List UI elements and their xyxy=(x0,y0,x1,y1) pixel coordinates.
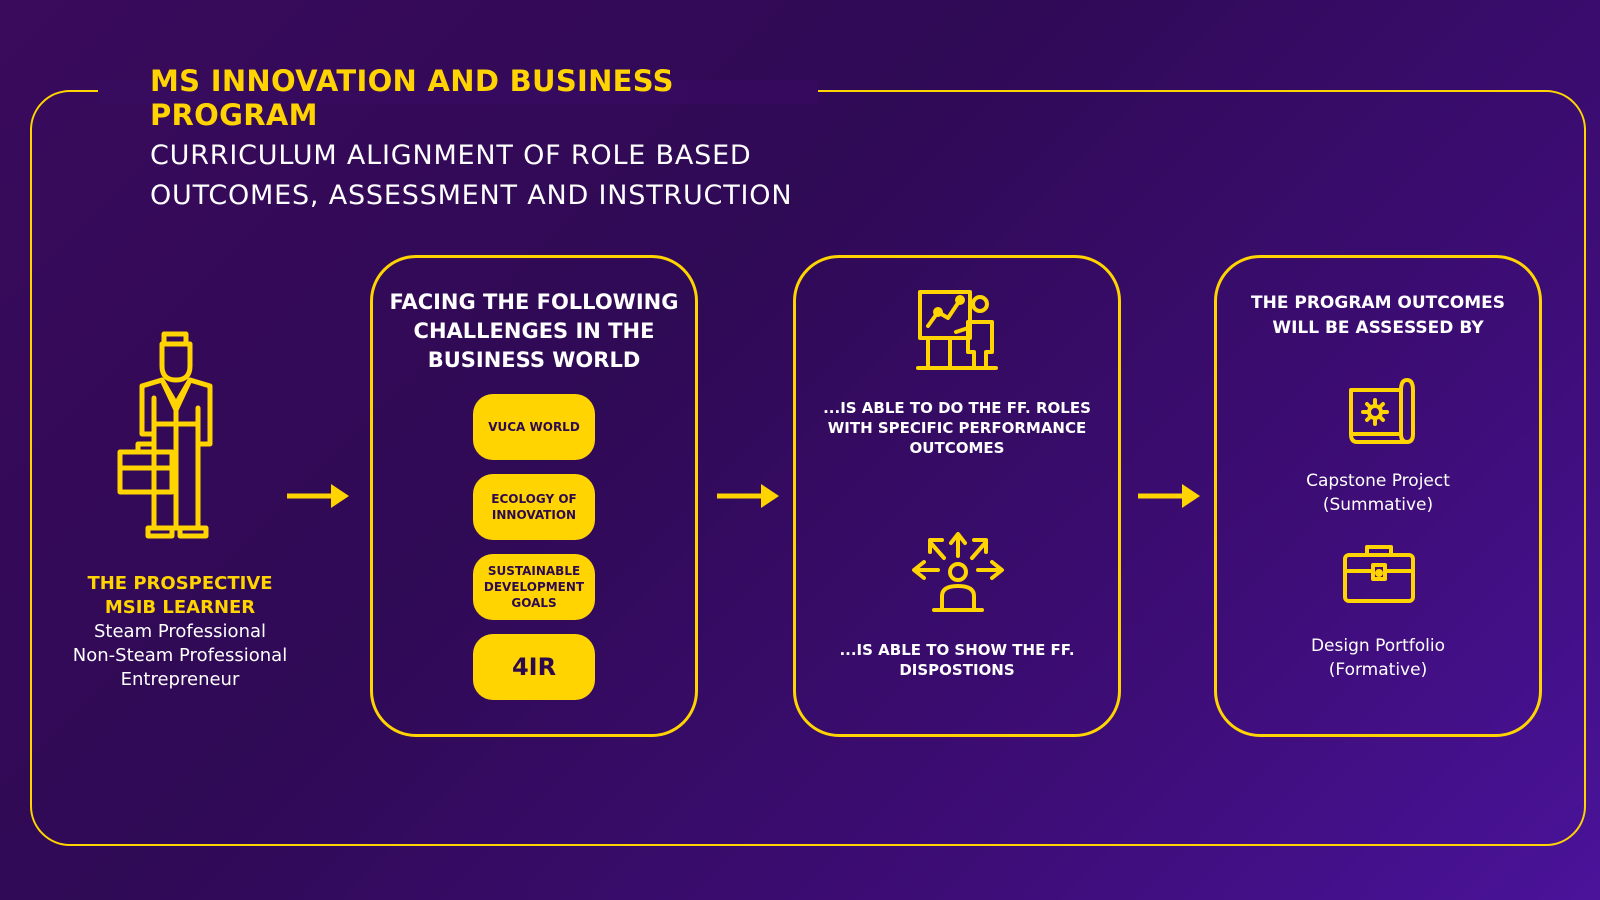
learner-title-line1: THE PROSPECTIVE xyxy=(87,573,273,594)
portfolio-label-line1: Design Portfolio xyxy=(1310,636,1446,656)
learner-type: Entrepreneur xyxy=(120,669,240,690)
program-subtitle: CURRICULUM ALIGNMENT OF ROLE BASED OUTCO… xyxy=(150,140,793,211)
challenge-item: 4IR xyxy=(473,634,595,700)
heading: MS INNOVATION AND BUSINESS PROGRAM CURRI… xyxy=(150,64,850,216)
learner-title-line2: MSIB LEARNER xyxy=(104,597,256,618)
dispositions-text: ...IS ABLE TO SHOW THE FF. DISPOSTIONS xyxy=(839,641,1075,679)
arrow-right-icon xyxy=(717,484,779,508)
assessment-heading: THE PROGRAM OUTCOMES WILL BE ASSESSED BY xyxy=(1251,293,1505,338)
blueprint-gear-icon xyxy=(1349,378,1415,444)
arrow-right-icon xyxy=(1138,484,1200,508)
program-title: MS INNOVATION AND BUSINESS PROGRAM xyxy=(150,64,674,132)
challenges-heading: FACING THE FOLLOWING CHALLENGES IN THE B… xyxy=(389,290,679,372)
challenges-panel: FACING THE FOLLOWING CHALLENGES IN THE B… xyxy=(370,255,698,737)
portfolio-label: Design Portfolio (Formative) xyxy=(1227,634,1529,682)
presentation-chart-icon xyxy=(916,290,998,370)
title-gap xyxy=(98,80,818,104)
briefcase-icon xyxy=(1343,545,1415,603)
capstone-label-line2: (Summative) xyxy=(1322,495,1434,515)
challenge-item: ECOLOGY OF INNOVATION xyxy=(473,474,595,540)
arrow-right-icon xyxy=(287,484,349,508)
roles-text: ...IS ABLE TO DO THE FF. ROLES WITH SPEC… xyxy=(823,399,1091,457)
learner-type: Steam Professional xyxy=(93,621,267,642)
learner-caption: THE PROSPECTIVE MSIB LEARNER Steam Profe… xyxy=(55,572,305,692)
person-arrows-icon xyxy=(912,532,1004,612)
assessment-panel: THE PROGRAM OUTCOMES WILL BE ASSESSED BY… xyxy=(1214,255,1542,737)
challenge-item: SUSTAINABLE DEVELOPMENT GOALS xyxy=(473,554,595,620)
roles-panel: ...IS ABLE TO DO THE FF. ROLES WITH SPEC… xyxy=(793,255,1121,737)
portfolio-label-line2: (Formative) xyxy=(1328,660,1428,680)
challenge-item: VUCA WORLD xyxy=(473,394,595,460)
learner-type: Non-Steam Professional xyxy=(72,645,288,666)
businessman-briefcase-icon xyxy=(117,331,213,539)
capstone-label: Capstone Project (Summative) xyxy=(1227,469,1529,517)
capstone-label-line1: Capstone Project xyxy=(1306,471,1450,491)
